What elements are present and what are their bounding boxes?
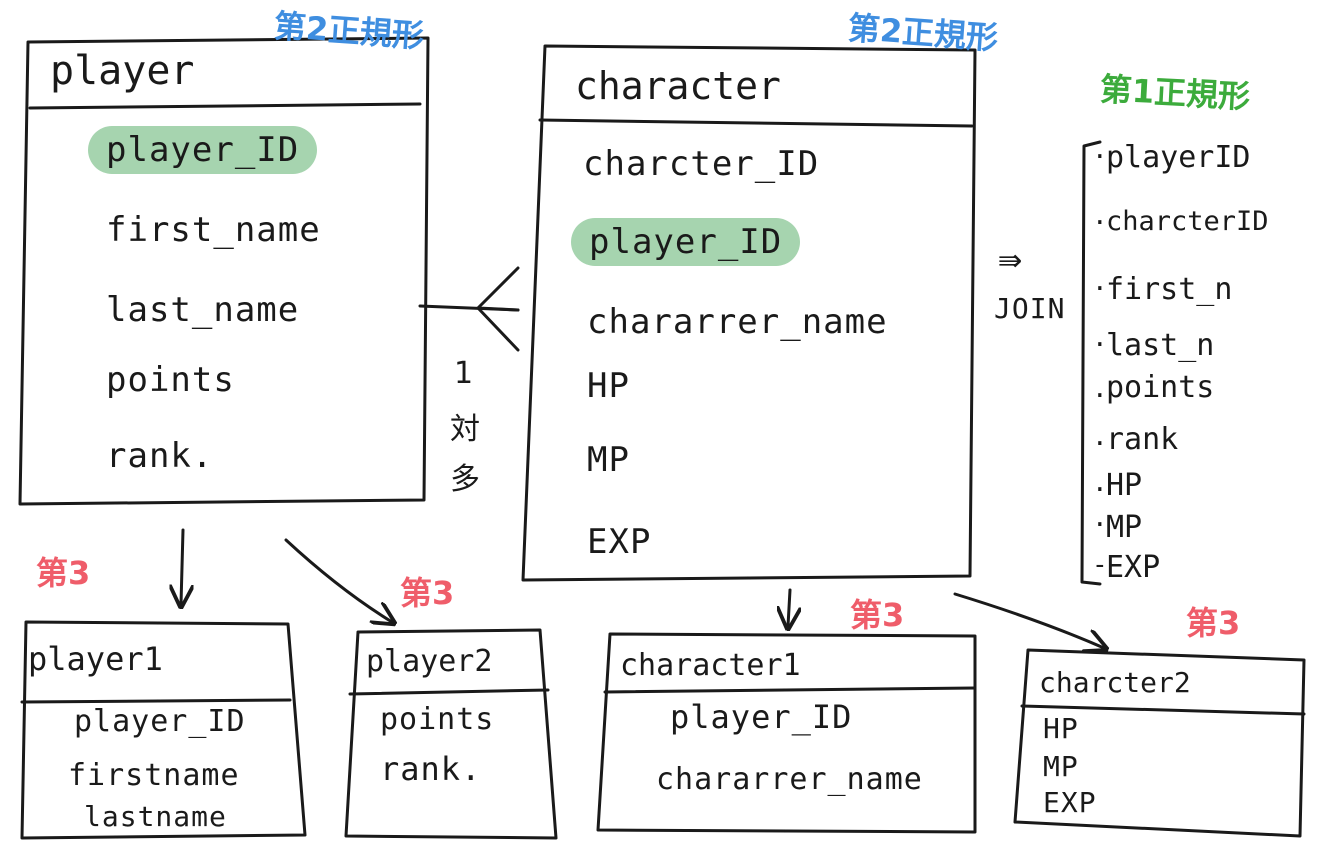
join-item-first-name: first_n (1106, 272, 1233, 307)
note-third-player1: 第3 (36, 554, 91, 592)
arrow-to-character2 (953, 592, 1104, 648)
join-arrow-icon: ⇛ (998, 236, 1024, 282)
player-field-first-name: first_name (106, 210, 321, 250)
join-bracket (1080, 140, 1102, 586)
character1-table-title: character1 (620, 648, 801, 683)
character2-field-exp: EXP (1043, 786, 1097, 819)
player-field-last-name: last_name (106, 290, 300, 330)
join-bullet: · (1092, 274, 1108, 304)
player2-box-outline (344, 628, 558, 840)
join-item-rank: rank (1106, 422, 1179, 457)
note-third-character2: 第3 (1186, 604, 1241, 642)
player1-table-title: player1 (28, 640, 163, 678)
player1-field-player-id: player_ID (74, 704, 246, 739)
character1-table: character1 player_ID chararrer_name (598, 634, 976, 832)
join-bullet: . (1092, 374, 1108, 404)
join-item-hp: HP (1106, 468, 1143, 503)
arrow-to-character1 (788, 588, 790, 626)
player-box-divider (28, 102, 422, 110)
relation-label-tai: 対 (450, 412, 480, 447)
character2-field-hp: HP (1043, 712, 1079, 745)
character1-field-character-name: chararrer_name (656, 762, 923, 797)
join-bullet: . (1092, 468, 1108, 498)
character1-box-divider (603, 686, 977, 694)
character-field-exp: EXP (587, 522, 652, 562)
player1-field-first-name: firstname (68, 758, 240, 793)
character2-box-outline (1013, 648, 1306, 838)
player1-box-divider (20, 698, 292, 704)
crows-foot (476, 266, 520, 352)
join-item-exp: EXP (1106, 550, 1161, 585)
player-box-outline (18, 36, 430, 506)
join-bullet: · (1092, 510, 1108, 540)
join-bullet: · (1092, 330, 1108, 360)
join-item-character-id: charcterID (1106, 206, 1269, 237)
join-bullet: - (1092, 550, 1108, 580)
player-field-points: points (106, 360, 235, 400)
character-box-outline (521, 44, 977, 582)
note-third-player2: 第3 (400, 574, 455, 612)
player1-table: player1 player_ID firstname lastname (22, 622, 306, 838)
join-bullet: · (1092, 142, 1108, 172)
note-third-character1: 第3 (850, 596, 905, 634)
character2-field-mp: MP (1043, 750, 1079, 783)
character2-table-title: charcter2 (1039, 666, 1191, 699)
character-field-player-id: player_ID (571, 218, 801, 266)
player1-field-last-name: lastname (84, 800, 227, 833)
character1-field-player-id: player_ID (670, 698, 853, 736)
player-table-title: player (50, 48, 195, 94)
character-table-title: character (575, 64, 781, 108)
character-field-character-id: charcter_ID (583, 144, 820, 184)
character-box-divider (538, 118, 974, 128)
join-bullet: · (1092, 208, 1108, 238)
player-table: player player_ID first_name last_name po… (20, 38, 428, 504)
player2-table-title: player2 (366, 644, 493, 679)
player2-field-points: points (380, 702, 495, 737)
relation-label-1: 1 (454, 356, 474, 391)
arrow-to-player1 (181, 528, 183, 604)
character2-box-divider (1020, 704, 1306, 716)
join-item-mp: MP (1106, 510, 1143, 545)
join-item-last-name: last_n (1106, 328, 1215, 363)
player2-table: player2 points rank. (346, 630, 556, 838)
character-field-hp: HP (587, 366, 630, 406)
join-label: JOIN (994, 292, 1066, 325)
arrow-to-player2 (284, 538, 392, 622)
player2-box-divider (348, 688, 550, 696)
note-join-form: 第1正規形 (1099, 70, 1252, 116)
relation-label-ta: 多 (450, 462, 480, 497)
player1-box-outline (20, 620, 307, 840)
join-item-points: points (1106, 370, 1215, 405)
player-field-rank: rank. (106, 436, 214, 476)
character-table: character charcter_ID player_ID chararre… (523, 46, 975, 580)
character-field-mp: MP (587, 440, 630, 480)
join-item-player-id: playerID (1106, 140, 1251, 175)
character2-table: charcter2 HP MP EXP (1015, 650, 1305, 838)
character1-box-outline (596, 632, 977, 834)
join-result-list: playerID charcterID first_n last_n point… (1084, 130, 1314, 590)
character-field-character-name: chararrer_name (587, 302, 888, 342)
player2-field-rank: rank. (380, 750, 482, 788)
join-bullet: . (1092, 422, 1108, 452)
player-field-player-id: player_ID (88, 126, 318, 174)
